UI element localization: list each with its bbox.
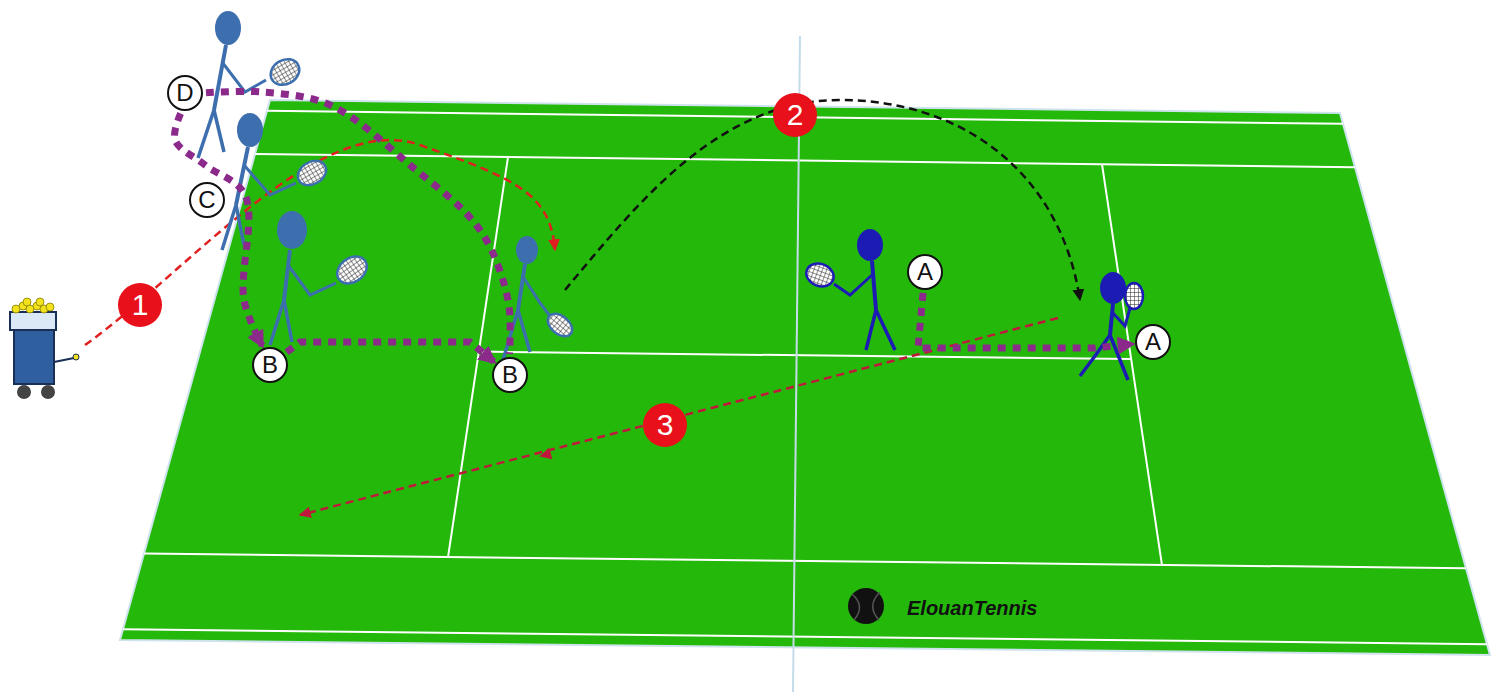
- player-head: [516, 236, 538, 264]
- player-figure: [803, 229, 895, 350]
- ball-path: [565, 100, 1080, 300]
- player-head: [1100, 272, 1126, 304]
- player-leg: [1080, 356, 1095, 376]
- court-line: [123, 629, 1487, 644]
- court-line: [479, 352, 1131, 360]
- player-letter: B: [502, 363, 518, 387]
- racket: [266, 54, 304, 90]
- player-leg: [518, 310, 530, 352]
- callout-number: 3: [643, 403, 687, 447]
- machine-knob: [73, 354, 79, 360]
- player-label: B: [492, 357, 528, 393]
- machine-basket: [10, 312, 56, 330]
- player-letter: D: [176, 81, 193, 105]
- court-surface: [120, 100, 1490, 655]
- label-text: 1: [132, 290, 149, 320]
- player-figure: [198, 11, 304, 158]
- player-leg: [866, 310, 876, 350]
- court-line: [448, 157, 508, 557]
- player-figure: [503, 236, 577, 360]
- rotation-arrow: [206, 91, 510, 354]
- player-arm: [244, 165, 296, 195]
- racket: [1125, 283, 1143, 309]
- wheel: [41, 385, 55, 399]
- player-leg: [236, 205, 244, 245]
- ball: [46, 303, 54, 311]
- logo-ball-body: [848, 588, 884, 624]
- label-text: 3: [657, 410, 674, 440]
- callout-number: 2: [773, 93, 817, 137]
- player-leg: [198, 110, 214, 158]
- machine-body: [14, 328, 54, 384]
- court-line: [1102, 164, 1162, 565]
- player-arm: [288, 265, 336, 295]
- player-body: [1110, 304, 1113, 335]
- player-figure: [1080, 272, 1143, 380]
- player-leg: [284, 300, 292, 342]
- player-arm: [222, 62, 266, 92]
- player-head: [215, 11, 241, 45]
- court-line: [255, 154, 1355, 167]
- player-leg: [270, 300, 284, 345]
- wheel: [17, 385, 31, 399]
- player-body: [518, 264, 525, 310]
- player-body: [214, 45, 226, 110]
- player-label: A: [907, 254, 943, 290]
- logo-ball-seam: [852, 592, 880, 620]
- player-leg: [222, 205, 236, 250]
- player-arm: [834, 275, 872, 295]
- player-body: [872, 261, 876, 310]
- racket: [332, 251, 372, 289]
- player-body: [284, 250, 290, 300]
- player-letter: A: [917, 260, 933, 284]
- player-head: [237, 113, 263, 147]
- racket: [803, 260, 837, 290]
- player-letter: B: [262, 353, 278, 377]
- player-leg: [1110, 335, 1128, 380]
- racket: [543, 309, 576, 341]
- logo-ball: [848, 588, 884, 624]
- watermark: ElouanTennis: [905, 596, 1039, 620]
- mid-arrow: [538, 448, 553, 463]
- player-body: [236, 147, 248, 205]
- ball: [23, 298, 31, 306]
- player-arm: [522, 275, 550, 316]
- player-label: D: [167, 75, 203, 111]
- rotation-arrow: [918, 293, 1132, 348]
- rotation-arrow: [174, 114, 262, 346]
- player-head: [277, 211, 307, 249]
- player-letter: A: [1145, 330, 1161, 354]
- rotation-arrow: [287, 342, 494, 362]
- player-label: B: [252, 347, 288, 383]
- ball: [36, 298, 44, 306]
- player-leg: [876, 310, 895, 350]
- label-text: 2: [787, 100, 804, 130]
- machine-handle: [54, 358, 74, 362]
- callout-number: 1: [118, 283, 162, 327]
- player-figure: [270, 211, 372, 345]
- ball-machine: [10, 298, 79, 399]
- player-leg: [214, 110, 224, 152]
- racket: [294, 156, 331, 190]
- player-head: [857, 229, 883, 261]
- player-figure: [222, 113, 330, 250]
- label-text: ElouanTennis: [907, 598, 1037, 618]
- player-arm: [1112, 308, 1130, 326]
- court-line: [144, 554, 1466, 569]
- player-label: C: [189, 182, 225, 218]
- player-letter: C: [198, 188, 215, 212]
- player-label: A: [1135, 324, 1171, 360]
